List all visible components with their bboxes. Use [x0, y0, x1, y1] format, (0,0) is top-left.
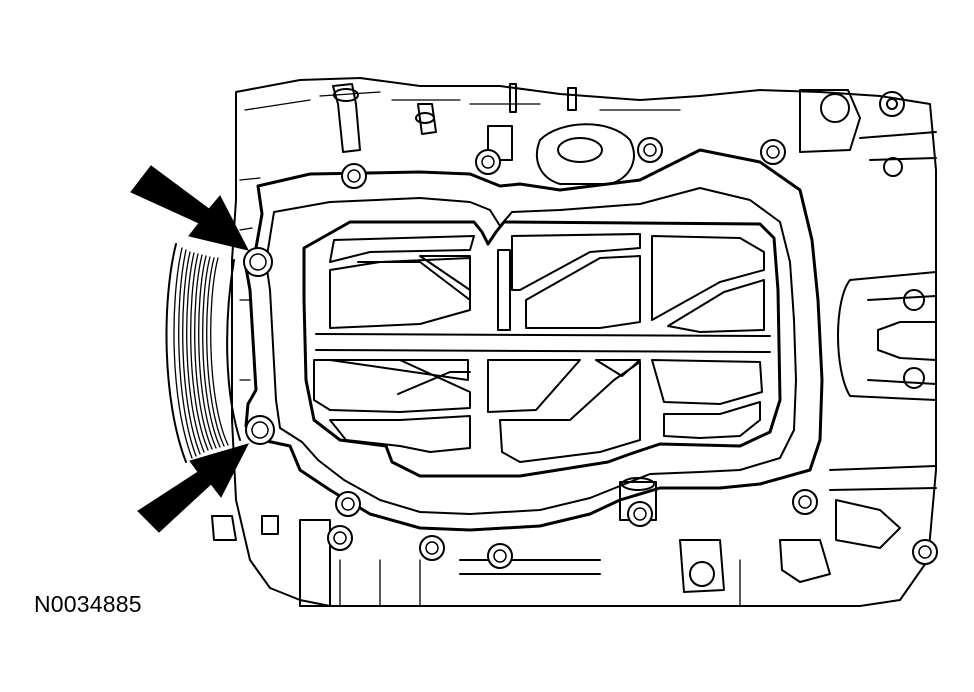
- manifold-bolt: [419, 535, 445, 561]
- manifold-bolt: [760, 139, 786, 165]
- upper-left-arrow: [130, 165, 249, 251]
- upper-intake-manifold: [302, 220, 782, 478]
- upper-front-bolt: [243, 247, 273, 277]
- lower-left-arrow: [137, 443, 249, 533]
- manifold-bolt: [912, 539, 938, 565]
- manifold-bolt: [341, 163, 367, 189]
- manifold-bolt: [327, 525, 353, 551]
- bolts: [243, 137, 938, 569]
- manifold-bolt: [475, 149, 501, 175]
- top-components: [332, 83, 937, 185]
- manifold-flange: [244, 148, 824, 532]
- manifold-bolt: [792, 489, 818, 515]
- manifold-bolt: [627, 501, 653, 527]
- crankshaft-pulley: [165, 243, 241, 463]
- manifold-bolt: [335, 491, 361, 517]
- figure-id-label: N0034885: [34, 591, 142, 617]
- lower-components: [211, 477, 901, 607]
- manifold-bolt: [487, 543, 513, 569]
- lower-front-bolt: [245, 415, 275, 445]
- callout-arrows: [130, 165, 249, 533]
- manifold-bolt: [637, 137, 663, 163]
- right-side-housing: [829, 271, 937, 491]
